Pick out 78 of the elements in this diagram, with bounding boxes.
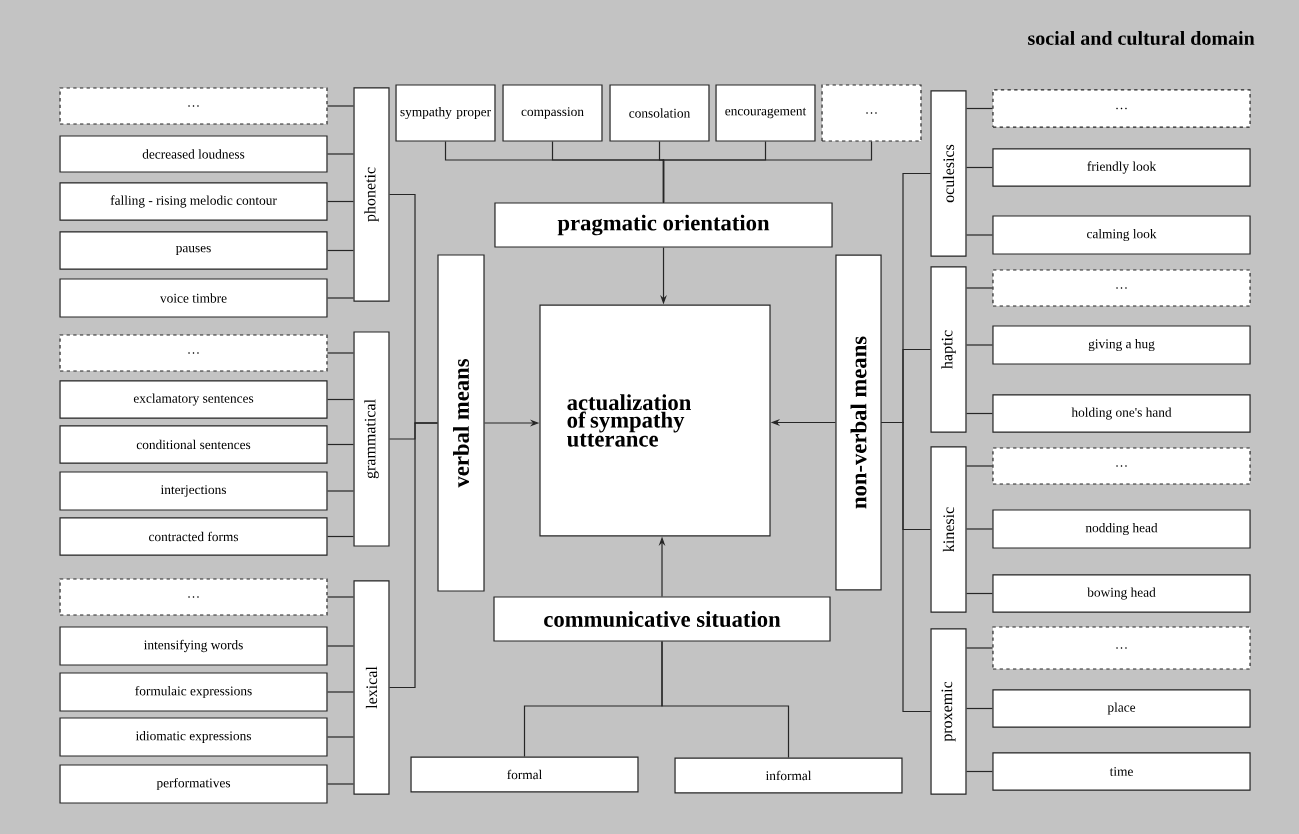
category-box: proxemic — [930, 628, 967, 795]
connector — [326, 249, 355, 252]
category-box: grammatical — [353, 331, 390, 547]
domain-title: social and cultural domain — [1028, 30, 1255, 46]
category-box: haptic — [930, 266, 967, 433]
item-box: consolation — [609, 84, 710, 142]
category-box: phonetic — [353, 87, 390, 302]
connector — [326, 200, 355, 203]
means-box: non-verbal means — [835, 254, 882, 591]
item-box: friendly look — [992, 148, 1251, 187]
connector — [966, 592, 993, 595]
item-box: voice timbre — [59, 278, 328, 318]
placeholder-box: … — [59, 578, 328, 616]
item-box: encouragement — [715, 84, 816, 142]
connector — [966, 412, 993, 415]
heading-box: communicative situation — [493, 596, 831, 642]
connector — [326, 105, 355, 107]
item-box: time — [992, 752, 1251, 791]
item-box: place — [992, 689, 1251, 728]
connector — [326, 490, 355, 492]
item-box: intensifying words — [59, 626, 328, 666]
item-box: nodding head — [992, 509, 1251, 549]
connector — [966, 770, 993, 773]
connector — [326, 783, 355, 785]
connector — [326, 596, 355, 598]
connector — [326, 736, 355, 738]
central-box: actualization of sympathy utterance — [539, 304, 771, 537]
connector — [966, 528, 993, 530]
connector — [326, 443, 355, 446]
category-box: oculesics — [930, 90, 967, 257]
item-box: calming look — [992, 215, 1251, 255]
category-box: lexical — [353, 580, 390, 795]
connector — [966, 465, 993, 467]
item-box: performatives — [59, 764, 328, 804]
connector — [326, 645, 355, 647]
connector — [966, 707, 993, 710]
connector — [326, 153, 355, 155]
item-box: formal — [410, 756, 639, 793]
category-box: kinesic — [930, 446, 967, 613]
item-box: decreased loudness — [59, 135, 328, 173]
placeholder-box: … — [992, 447, 1251, 485]
connector — [326, 297, 355, 299]
connector — [966, 107, 993, 110]
connector — [966, 647, 993, 649]
means-box: verbal means — [437, 254, 485, 592]
item-box: informal — [674, 757, 903, 794]
item-box: compassion — [502, 84, 603, 142]
item-box: exclamatory sentences — [59, 380, 328, 419]
placeholder-box: … — [59, 334, 328, 372]
connector — [661, 641, 790, 759]
item-box: sympathy proper — [395, 84, 496, 142]
item-box: holding one's hand — [992, 394, 1251, 433]
item-box: idiomatic expressions — [59, 717, 328, 757]
connector — [326, 535, 355, 538]
item-box: formulaic expressions — [59, 672, 328, 712]
item-box: contracted forms — [59, 517, 328, 556]
item-box: bowing head — [992, 574, 1251, 613]
connector — [966, 287, 993, 289]
connector — [388, 422, 438, 689]
connector — [966, 166, 993, 169]
item-box: falling - rising melodic contour — [59, 182, 328, 221]
placeholder-box: … — [992, 89, 1251, 128]
connector — [326, 691, 355, 693]
item-box: interjections — [59, 471, 328, 511]
item-box: conditional sentences — [59, 425, 328, 464]
item-box: pauses — [59, 231, 328, 270]
connector — [326, 398, 355, 401]
connector — [966, 234, 993, 236]
placeholder-box: … — [992, 269, 1251, 307]
connector — [966, 344, 993, 346]
connector — [662, 141, 873, 203]
item-box: giving a hug — [992, 325, 1251, 365]
placeholder-box: … — [59, 87, 328, 125]
connector — [881, 421, 932, 713]
connector — [326, 352, 355, 354]
placeholder-box: … — [992, 626, 1251, 670]
heading-box: pragmatic orientation — [494, 202, 833, 248]
placeholder-box: … — [821, 84, 922, 142]
